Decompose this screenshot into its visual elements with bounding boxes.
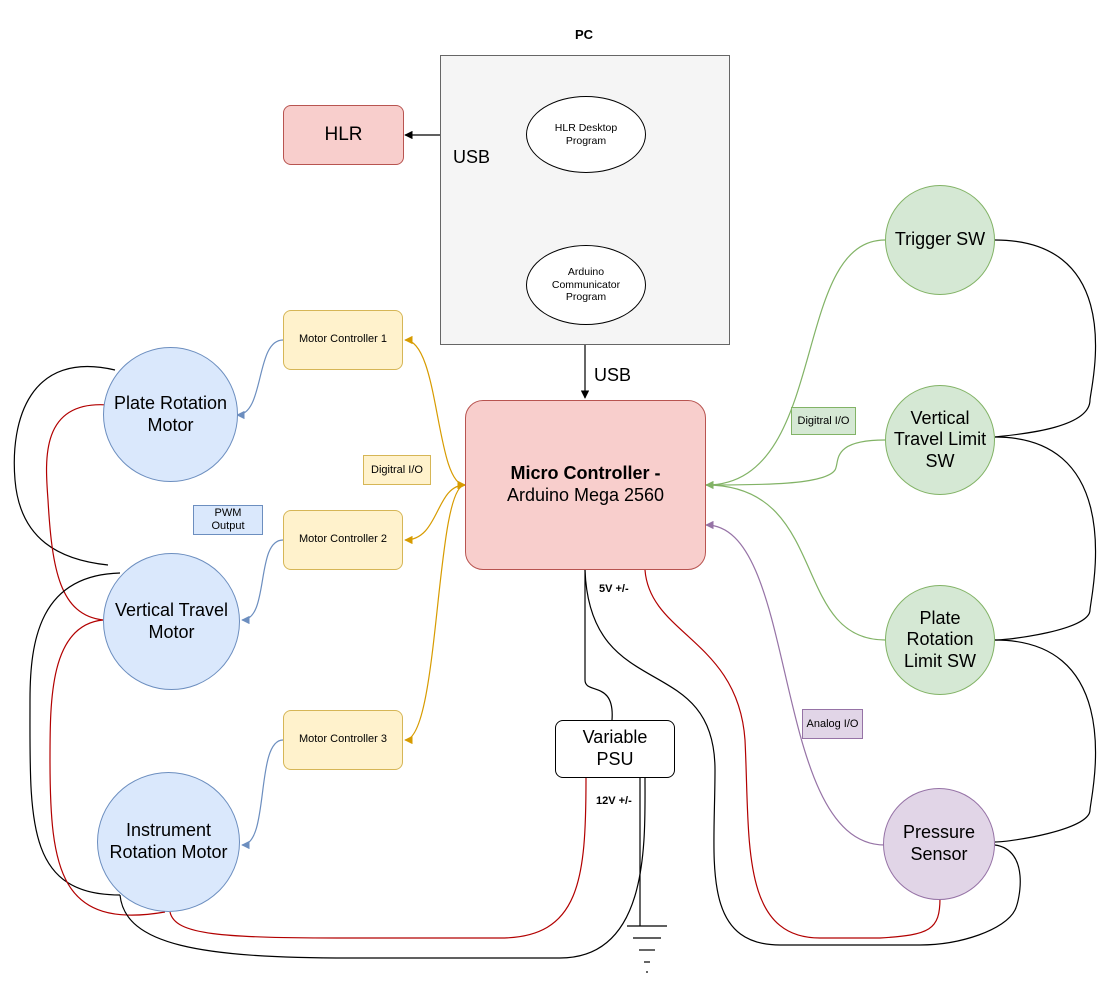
motor-loop-black-2 <box>29 572 121 896</box>
hlr-box[interactable]: HLR <box>283 105 404 165</box>
plate-rotation-motor[interactable]: Plate Rotation Motor <box>103 347 238 482</box>
five-volt-label: 5V +/- <box>599 583 629 595</box>
digital-io-tag-right: Digitral I/O <box>791 407 856 435</box>
plate-rotation-limit-switch[interactable]: Plate Rotation Limit SW <box>885 585 995 695</box>
arduino-communicator-program[interactable]: Arduino Communicator Program <box>526 245 646 325</box>
micro-controller[interactable]: Micro Controller - Arduino Mega 2560 <box>465 400 706 570</box>
trigger-switch[interactable]: Trigger SW <box>885 185 995 295</box>
mcu-psu-wire <box>584 570 613 721</box>
sensor-power-wire <box>644 569 941 939</box>
switch-wire-plate <box>705 484 886 641</box>
switch-wire-vertical <box>705 439 886 486</box>
switch-chain-2 <box>994 436 1097 641</box>
usb-label-bottom: USB <box>594 365 632 385</box>
instrument-rotation-motor[interactable]: Instrument Rotation Motor <box>97 772 240 912</box>
arduino-communicator-program-label: Arduino Communicator Program <box>551 266 621 304</box>
hlr-label: HLR <box>324 123 363 145</box>
ground-symbol <box>627 925 667 973</box>
pwm-wire-instrument-motor <box>241 739 284 850</box>
trigger-switch-label: Trigger SW <box>894 229 986 250</box>
switch-wire-trigger <box>705 239 886 490</box>
switch-chain-3 <box>994 639 1097 843</box>
motor-controller-label: Motor Controller 1 <box>298 333 388 346</box>
pressure-sensor-label: Pressure Sensor <box>902 822 976 864</box>
motor-controller-label: Motor Controller 3 <box>298 733 388 746</box>
motor-controller-2[interactable]: Motor Controller 2 <box>283 510 403 570</box>
psu-power-wire <box>169 777 587 939</box>
plate-rotation-limit-switch-label: Plate Rotation Limit SW <box>904 607 976 671</box>
usb-label-top: USB <box>453 147 491 167</box>
psu-ground-wire <box>119 777 646 959</box>
digital-io-tag-left: Digitral I/O <box>363 455 431 485</box>
analog-wire-pressure <box>705 520 886 846</box>
hlr-desktop-program-label: HLR Desktop Program <box>554 121 618 147</box>
pc-title: PC <box>575 27 594 42</box>
sensor-ground-wire <box>584 569 1021 946</box>
pwm-wire-vertical-motor <box>241 539 284 625</box>
hlr-desktop-program[interactable]: HLR Desktop Program <box>526 96 646 173</box>
pressure-sensor[interactable]: Pressure Sensor <box>883 788 995 900</box>
micro-controller-subtitle: Arduino Mega 2560 <box>506 485 665 505</box>
vertical-travel-motor-label: Vertical Travel Motor <box>114 599 229 642</box>
analog-io-tag: Analog I/O <box>802 709 863 739</box>
vertical-travel-motor[interactable]: Vertical Travel Motor <box>103 553 240 690</box>
motor-controller-label: Motor Controller 2 <box>298 533 388 546</box>
variable-psu-label: Variable PSU <box>582 727 648 769</box>
motor-loop-black-1 <box>13 365 116 566</box>
plate-rotation-motor-label: Plate Rotation Motor <box>113 392 228 435</box>
twelve-volt-label: 12V +/- <box>596 795 632 807</box>
instrument-rotation-motor-label: Instrument Rotation Motor <box>109 820 228 862</box>
switch-chain-1 <box>994 239 1097 438</box>
micro-controller-title: Micro Controller - <box>510 463 661 484</box>
pwm-output-tag: PWM Output <box>193 505 263 535</box>
vertical-travel-limit-switch-label: Vertical Travel Limit SW <box>893 407 987 471</box>
variable-psu[interactable]: Variable PSU <box>555 720 675 778</box>
motor-controller-1[interactable]: Motor Controller 1 <box>283 310 403 370</box>
motor-loop-red-1 <box>45 404 109 621</box>
motor-loop-red-2 <box>49 619 166 916</box>
vertical-travel-limit-switch[interactable]: Vertical Travel Limit SW <box>885 385 995 495</box>
pwm-wire-plate-motor <box>236 339 284 420</box>
digital-wire-mc1 <box>404 335 466 490</box>
digital-wire-mc3 <box>404 480 466 745</box>
motor-controller-3[interactable]: Motor Controller 3 <box>283 710 403 770</box>
